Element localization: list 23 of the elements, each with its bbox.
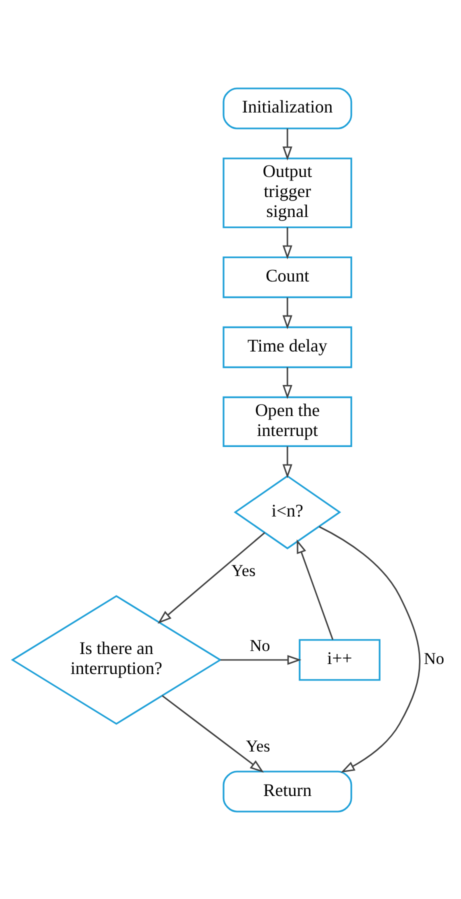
node-box: Count [222, 256, 352, 298]
node-box: Output trigger signal [222, 157, 352, 228]
node-box: Open the interrupt [222, 396, 352, 446]
edge-label: No [250, 636, 270, 655]
edge-label: No [424, 648, 444, 668]
arrow [220, 654, 302, 664]
arrow [282, 366, 292, 398]
arrow [282, 226, 292, 259]
arrow [282, 446, 292, 478]
node-box: Time delay [222, 326, 352, 368]
node-box: Initialization [222, 87, 352, 129]
node-diamond: i<n? [234, 474, 342, 549]
arrow [318, 526, 420, 772]
arrow [162, 694, 264, 772]
node-box: i++ [298, 638, 380, 680]
arrow [158, 532, 266, 624]
arrow [282, 128, 292, 160]
arrow [282, 297, 292, 329]
node-diamond: Is there an interruption? [10, 594, 222, 724]
edge-label: Yes [246, 736, 270, 756]
node-box: Return [222, 770, 352, 812]
arrow [296, 538, 334, 640]
edge-label: Yes [231, 560, 256, 580]
